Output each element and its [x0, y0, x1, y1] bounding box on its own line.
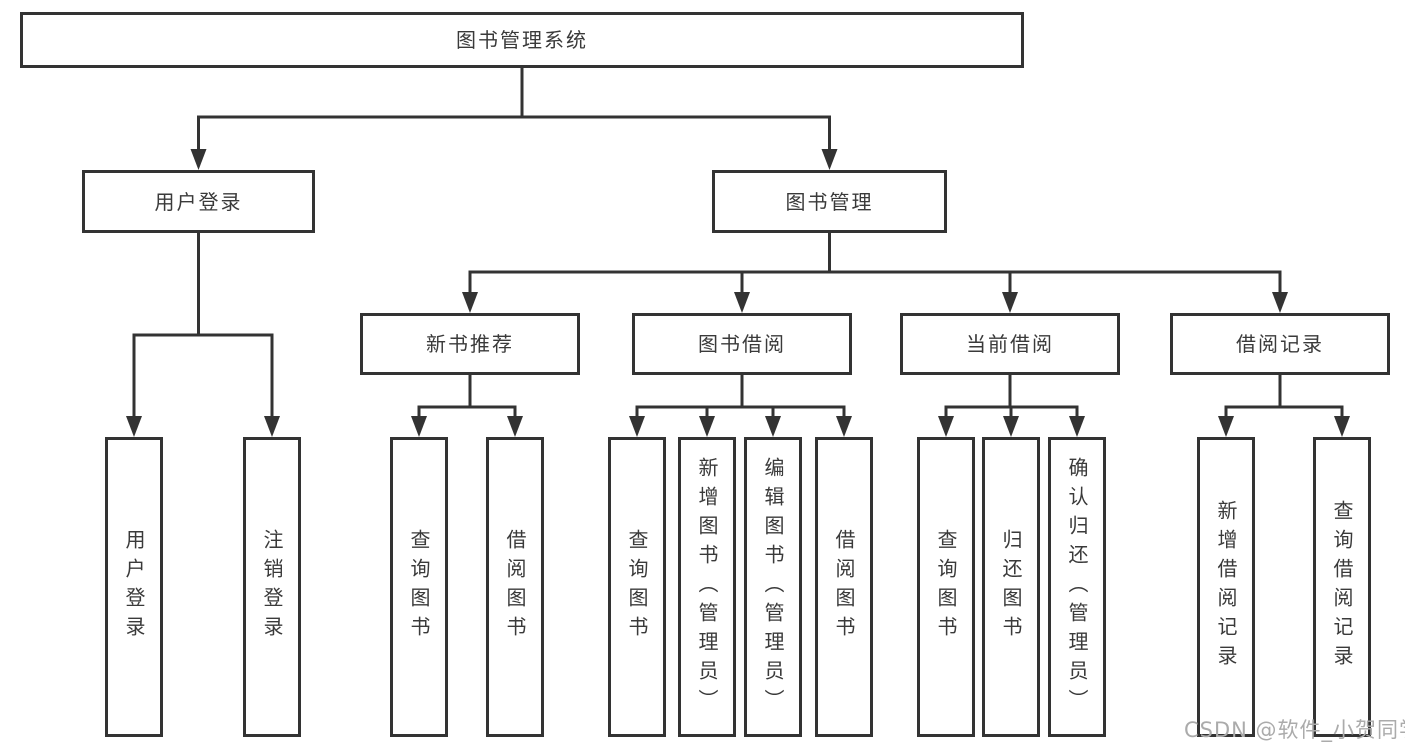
node-new-book-recommend: 新书推荐 — [360, 313, 580, 375]
leaf-query-books-recommend: 查询图书 — [390, 437, 448, 737]
node-label: 用户登录 — [154, 189, 243, 214]
node-label: 归还图书 — [999, 529, 1023, 645]
leaf-return-book: 归还图书 — [982, 437, 1040, 737]
node-book-borrow: 图书借阅 — [632, 313, 852, 375]
leaf-query-books-current: 查询图书 — [917, 437, 975, 737]
leaf-borrow-books-2: 借阅图书 — [815, 437, 873, 737]
node-label: 确认归还（管理员） — [1065, 456, 1089, 718]
node-label: 借阅图书 — [503, 529, 527, 645]
node-label: 图书管理系统 — [456, 28, 588, 52]
leaf-query-borrow-record: 查询借阅记录 — [1313, 437, 1371, 737]
leaf-confirm-return-admin: 确认归还（管理员） — [1048, 437, 1106, 737]
leaf-query-books-borrow: 查询图书 — [608, 437, 666, 737]
csdn-watermark: CSDN @软件_小贺同学 — [1184, 718, 1405, 742]
node-label: 借阅图书 — [832, 529, 856, 645]
node-label: 新书推荐 — [426, 332, 514, 356]
node-borrow-records: 借阅记录 — [1170, 313, 1390, 375]
node-label: 当前借阅 — [966, 332, 1054, 356]
node-label: 新增图书（管理员） — [695, 456, 719, 718]
node-label: 图书管理 — [785, 189, 874, 214]
node-label: 用户登录 — [122, 529, 146, 645]
node-label: 查询图书 — [407, 529, 431, 645]
leaf-borrow-books-recommend: 借阅图书 — [486, 437, 544, 737]
node-label: 注销登录 — [260, 529, 284, 645]
node-user-login: 用户登录 — [82, 170, 315, 233]
node-label: 借阅记录 — [1236, 332, 1324, 356]
node-label: 图书借阅 — [698, 332, 786, 356]
node-book-management: 图书管理 — [712, 170, 947, 233]
leaf-add-borrow-record: 新增借阅记录 — [1197, 437, 1255, 737]
node-library-management-system: 图书管理系统 — [20, 12, 1024, 68]
node-label: 查询图书 — [625, 529, 649, 645]
node-label: 查询图书 — [934, 529, 958, 645]
node-current-borrow: 当前借阅 — [900, 313, 1120, 375]
node-label: 编辑图书（管理员） — [761, 456, 785, 718]
leaf-edit-book-admin: 编辑图书（管理员） — [744, 437, 802, 737]
leaf-user-login: 用户登录 — [105, 437, 163, 737]
leaf-logout: 注销登录 — [243, 437, 301, 737]
leaf-add-book-admin: 新增图书（管理员） — [678, 437, 736, 737]
node-label: 查询借阅记录 — [1330, 500, 1354, 674]
node-label: 新增借阅记录 — [1214, 500, 1238, 674]
